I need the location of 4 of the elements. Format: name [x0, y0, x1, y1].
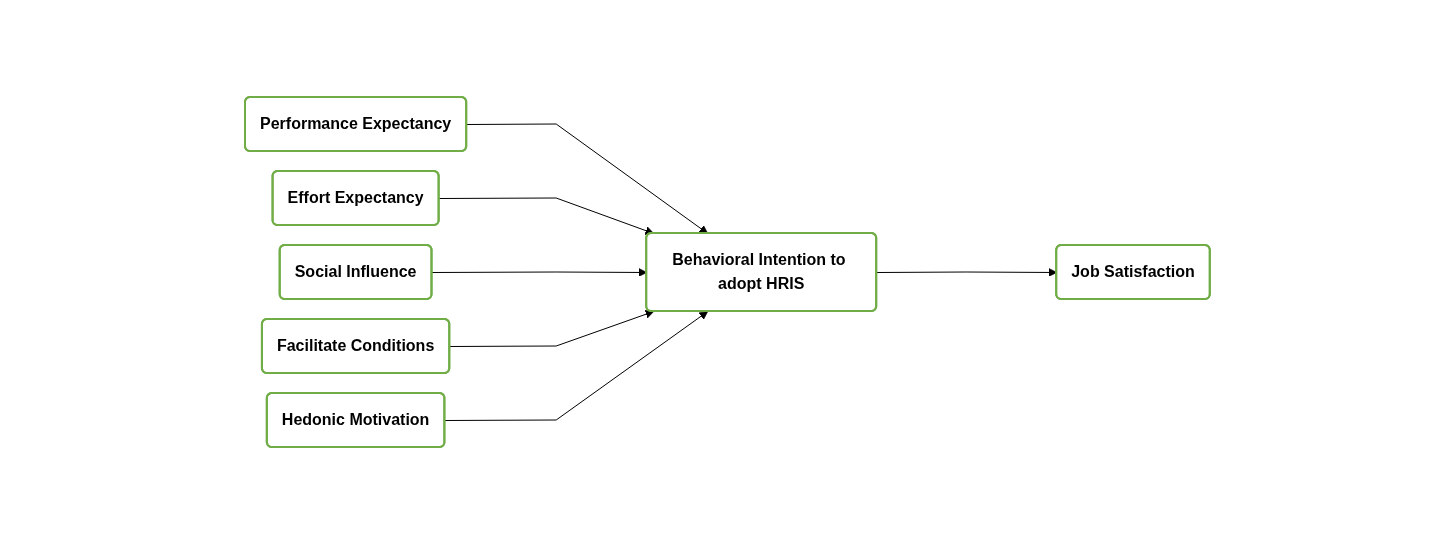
arrow	[444, 311, 708, 421]
arrow	[438, 197, 654, 235]
arrow	[448, 310, 654, 347]
arrow	[465, 123, 708, 234]
